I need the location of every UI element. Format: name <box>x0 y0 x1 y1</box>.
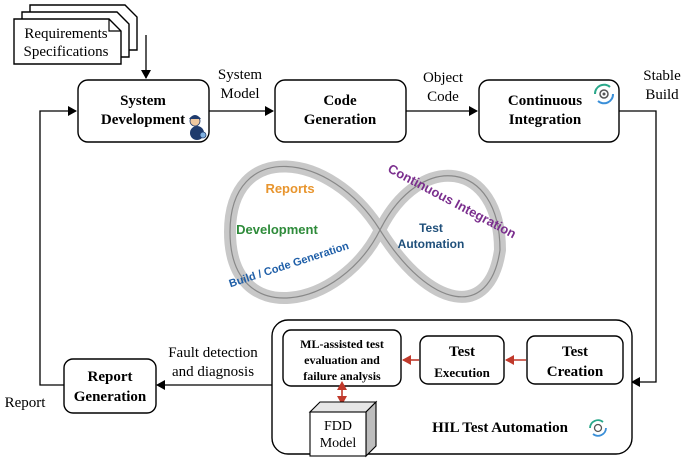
requirements-label: Requirements <box>24 26 107 42</box>
test-execution-box: Test Execution <box>419 335 505 385</box>
loop-test-label: Test <box>419 221 443 235</box>
test-execution-line2: Execution <box>434 365 490 380</box>
ci-to-hil-arrow <box>619 110 657 387</box>
report-label: Report <box>5 395 47 411</box>
code-generation-box: Code Generation <box>274 79 407 143</box>
object-code-label-1: Object <box>423 70 464 86</box>
stable-build-label-2: Build <box>645 87 679 103</box>
test-creation-line2: Creation <box>547 364 604 380</box>
continuous-integration-line2: Integration <box>509 112 582 128</box>
ml-evaluation-box: ML-assisted test evaluation and failure … <box>282 329 402 387</box>
ml-line1: ML-assisted test <box>300 337 384 351</box>
report-to-system-arrow <box>39 106 77 386</box>
continuous-integration-line1: Continuous <box>508 93 582 109</box>
code-generation-line1: Code <box>323 93 357 109</box>
fdd-line1: FDD <box>324 419 352 434</box>
continuous-integration-box: Continuous Integration <box>478 79 620 143</box>
object-code-label-2: Code <box>427 89 459 105</box>
fdd-model-box: FDD Model <box>308 400 378 458</box>
system-model-label-2: Model <box>220 86 259 102</box>
test-creation-box: Test Creation <box>526 335 624 385</box>
system-development-line1: System <box>120 93 166 109</box>
stable-build-label-1: Stable <box>643 68 681 84</box>
fdd-line2: Model <box>320 436 357 451</box>
report-generation-line2: Generation <box>74 389 147 405</box>
report-generation-line1: Report <box>88 369 133 385</box>
report-generation-box: Report Generation <box>63 358 157 414</box>
code-generation-line2: Generation <box>304 112 377 128</box>
test-execution-line1: Test <box>449 344 475 360</box>
system-model-label-1: System <box>218 67 263 83</box>
ml-line3: failure analysis <box>303 369 381 383</box>
fault-detection-label-1: Fault detection <box>168 345 258 361</box>
fault-detection-label-2: and diagnosis <box>172 364 254 380</box>
gear-cycle-icon <box>593 83 615 105</box>
loop-automation-label: Automation <box>398 237 465 251</box>
gear-cycle-icon <box>589 419 607 437</box>
system-development-box: System Development <box>77 79 210 143</box>
specifications-label: Specifications <box>24 44 109 60</box>
ml-line2: evaluation and <box>304 353 380 367</box>
system-development-line2: Development <box>101 112 185 128</box>
loop-development-label: Development <box>236 222 318 237</box>
requirements-document: Requirements Specifications <box>13 4 138 65</box>
loop-reports-label: Reports <box>265 181 314 196</box>
devops-infinity-loop: Reports Development Build / Code Generat… <box>224 160 519 304</box>
engineer-icon <box>189 115 207 140</box>
test-creation-line1: Test <box>562 344 588 360</box>
hil-title: HIL Test Automation <box>432 420 569 436</box>
